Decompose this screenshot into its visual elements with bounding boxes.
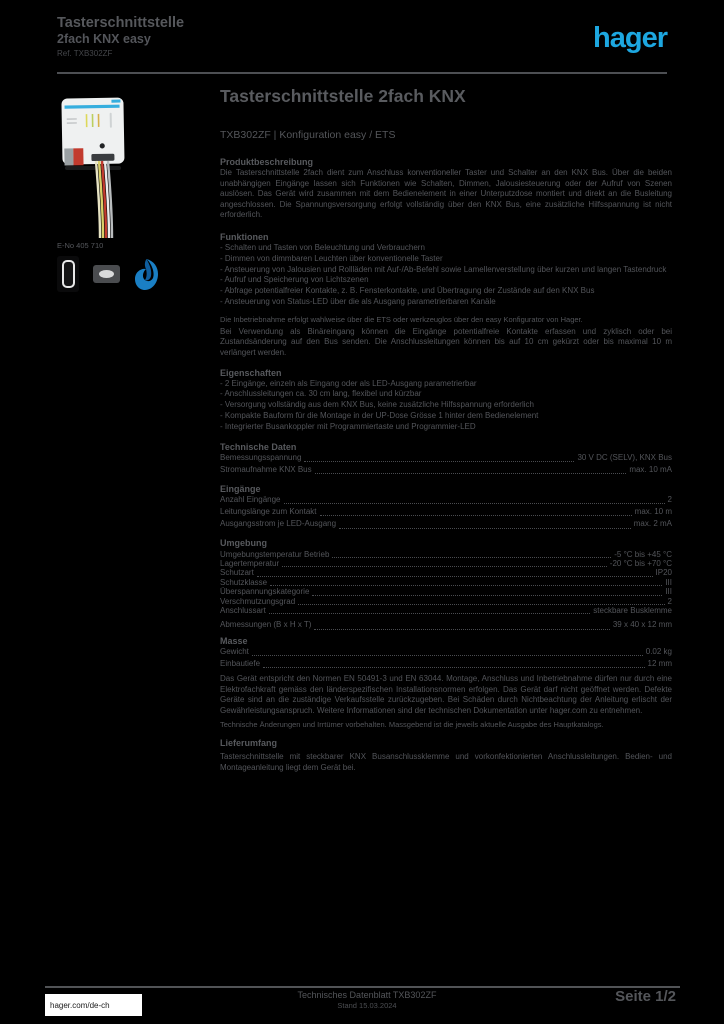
spec-row: Anzahl Eingänge 2 (220, 494, 672, 506)
beschreibung-paragraph: Die Tasterschnittstelle 2fach dient zum … (220, 168, 672, 220)
list-item: - Ansteuerung von Status-LED über die al… (220, 296, 496, 306)
spec-label: Einbautiefe (220, 658, 261, 668)
spec-value: 39 x 40 x 12 mm (612, 620, 672, 630)
list-item: - 2 Eingänge, einzeln als Eingang oder a… (220, 378, 477, 388)
spec-label: Anschlussart (220, 605, 266, 615)
header-product-line2: 2fach KNX easy (57, 32, 151, 47)
spec-row: Schutzart IP20 (220, 568, 672, 577)
spec-label: Lagertemperatur (220, 558, 280, 568)
footer-doc-title: Technisches Datenblatt TXB302ZF (297, 990, 437, 1000)
product-front-icon (57, 256, 79, 292)
spec-value: III (665, 577, 672, 587)
flush-box-icon (93, 265, 120, 283)
sicherheit-paragraph: Das Gerät entspricht den Normen EN 50491… (220, 673, 672, 715)
section-heading-masse: Masse (220, 635, 248, 646)
spec-label: Gewicht (220, 646, 249, 656)
list-item: - Schalten und Tasten von Beleuchtung un… (220, 242, 425, 252)
spec-value: 2 (667, 596, 672, 606)
eingaenge-table: Anzahl Eingänge 2 Leitungslänge zum Konta… (220, 494, 672, 531)
certification-icons (57, 256, 159, 292)
spec-row: Einbautiefe 12 mm (220, 658, 672, 670)
spec-label: Abmessungen (B x H x T) (220, 620, 312, 630)
config-note: Die Inbetriebnahme erfolgt wahlweise übe… (220, 314, 583, 324)
footer-divider (45, 986, 680, 988)
product-image (55, 88, 170, 248)
footer-site-link[interactable]: hager.com/de-ch (50, 1000, 110, 1010)
list-item: - Kompakte Bauform für die Montage in de… (220, 410, 539, 420)
list-item: - Anschlussleitungen ca. 30 cm lang, fle… (220, 389, 422, 399)
section-heading-funktionen: Funktionen (220, 231, 269, 242)
spec-value: IP20 (655, 568, 672, 578)
section-heading-eigenschaften: Eigenschaften (220, 367, 282, 378)
eno-label: E-No 405 710 (57, 241, 104, 250)
technische-daten-table: Bemessungsspannung 30 V DC (SELV), KNX Bu… (220, 452, 672, 476)
masse-table: Gewicht 0.02 kg Einbautiefe 12 mm (220, 646, 672, 670)
spec-value: steckbare Busklemme (593, 605, 672, 615)
list-item: - Aufruf und Speicherung von Lichtszenen (220, 275, 369, 285)
lieferumfang-paragraph: Tasterschnittstelle mit steckbarer KNX B… (220, 752, 672, 772)
spec-row: Schutzklasse III (220, 578, 672, 587)
abmessungen-row: Abmessungen (B x H x T) 39 x 40 x 12 mm (220, 619, 672, 631)
spec-value: 0.02 kg (645, 646, 672, 656)
spec-value: III (665, 587, 672, 597)
list-item: - Abfrage potentialfreier Kontakte, z. B… (220, 286, 595, 296)
spec-row: Gewicht 0.02 kg (220, 646, 672, 658)
aenderungen-footnote: Technische Änderungen und Irrtümer vorbe… (220, 720, 604, 730)
spec-row: Überspannungskategorie III (220, 587, 672, 596)
spec-value: 2 (667, 494, 672, 504)
list-item: - Versorgung vollständig aus dem KNX Bus… (220, 400, 534, 410)
list-item: - Integrierter Busankoppler mit Programm… (220, 421, 476, 431)
header-product-line1: Tasterschnittstelle (57, 15, 185, 31)
spec-label: Ausgangsstrom je LED-Ausgang (220, 519, 337, 529)
spec-label: Stromaufnahme KNX Bus (220, 464, 312, 474)
spec-label: Verschmutzungsgrad (220, 596, 296, 606)
main-content: Tasterschnittstelle 2fach KNX TXB302ZF |… (220, 0, 672, 774)
list-item: - Ansteuerung von Jalousien und Rollläde… (220, 264, 667, 274)
spec-row: Leitungslänge zum Kontakt max. 10 m (220, 506, 672, 518)
list-item: - Dimmen von dimmbaren Leuchten über kon… (220, 253, 443, 263)
easy-config-icon (135, 258, 158, 290)
funktionen-list: - Schalten und Tasten von Beleuchtung un… (220, 243, 672, 308)
footer-center: Technisches Datenblatt TXB302ZF Stand 15… (262, 990, 472, 1010)
spec-row: Verschmutzungsgrad 2 (220, 597, 672, 606)
header-divider (57, 72, 667, 74)
page-title: Tasterschnittstelle 2fach KNX (220, 86, 466, 106)
spec-row: Anschlussart steckbare Busklemme (220, 606, 672, 615)
footer-doc-date: Stand 15.03.2024 (337, 1001, 397, 1010)
umgebung-table: Umgebungstemperatur Betrieb -5 °C bis +45… (220, 550, 672, 616)
section-heading-umgebung: Umgebung (220, 537, 267, 548)
page-subtitle: TXB302ZF | Konfiguration easy / ETS (220, 129, 396, 141)
spec-label: Leitungslänge zum Kontakt (220, 507, 317, 517)
footer-site-box[interactable]: hager.com/de-ch (45, 994, 142, 1016)
spec-label: Überspannungskategorie (220, 587, 310, 597)
footer-page-indicator: Seite 1/2 (615, 988, 676, 1005)
spec-value: -5 °C bis +45 °C (614, 549, 672, 559)
eigenschaften-list: - 2 Eingänge, einzeln als Eingang oder a… (220, 379, 672, 433)
spec-value: max. 10 m (634, 507, 672, 517)
spec-row: Stromaufnahme KNX Bus max. 10 mA (220, 464, 672, 476)
spec-row: Lagertemperatur -20 °C bis +70 °C (220, 559, 672, 568)
spec-label: Anzahl Eingänge (220, 494, 281, 504)
spec-label: Umgebungstemperatur Betrieb (220, 549, 330, 559)
hager-logo: hager (593, 22, 668, 54)
spec-row: Ausgangsstrom je LED-Ausgang max. 2 mA (220, 518, 672, 530)
section-heading-eingaenge: Eingänge (220, 483, 261, 494)
section-heading-beschreibung: Produktbeschreibung (220, 157, 314, 167)
knx-device-illustration (61, 97, 125, 239)
header-product-ref: Ref. TXB302ZF (57, 49, 113, 59)
spec-value: 12 mm (647, 658, 672, 668)
section-heading-technische-daten: Technische Daten (220, 441, 297, 452)
section-heading-lieferumfang: Lieferumfang (220, 738, 278, 749)
spec-label: Bemessungsspannung (220, 452, 302, 462)
spec-value: -20 °C bis +70 °C (609, 558, 672, 568)
spec-value: max. 10 mA (629, 464, 672, 474)
spec-value: 30 V DC (SELV), KNX Bus (577, 452, 672, 462)
header-product-block: Tasterschnittstelle 2fach KNX easy Ref. … (57, 15, 185, 59)
spec-label: Schutzklasse (220, 577, 268, 587)
spec-value: max. 2 mA (633, 519, 672, 529)
binaereingang-paragraph: Bei Verwendung als Binäreingang können d… (220, 326, 672, 357)
spec-label: Schutzart (220, 568, 254, 578)
spec-row: Bemessungsspannung 30 V DC (SELV), KNX Bu… (220, 452, 672, 464)
spec-row: Umgebungstemperatur Betrieb -5 °C bis +45… (220, 550, 672, 559)
